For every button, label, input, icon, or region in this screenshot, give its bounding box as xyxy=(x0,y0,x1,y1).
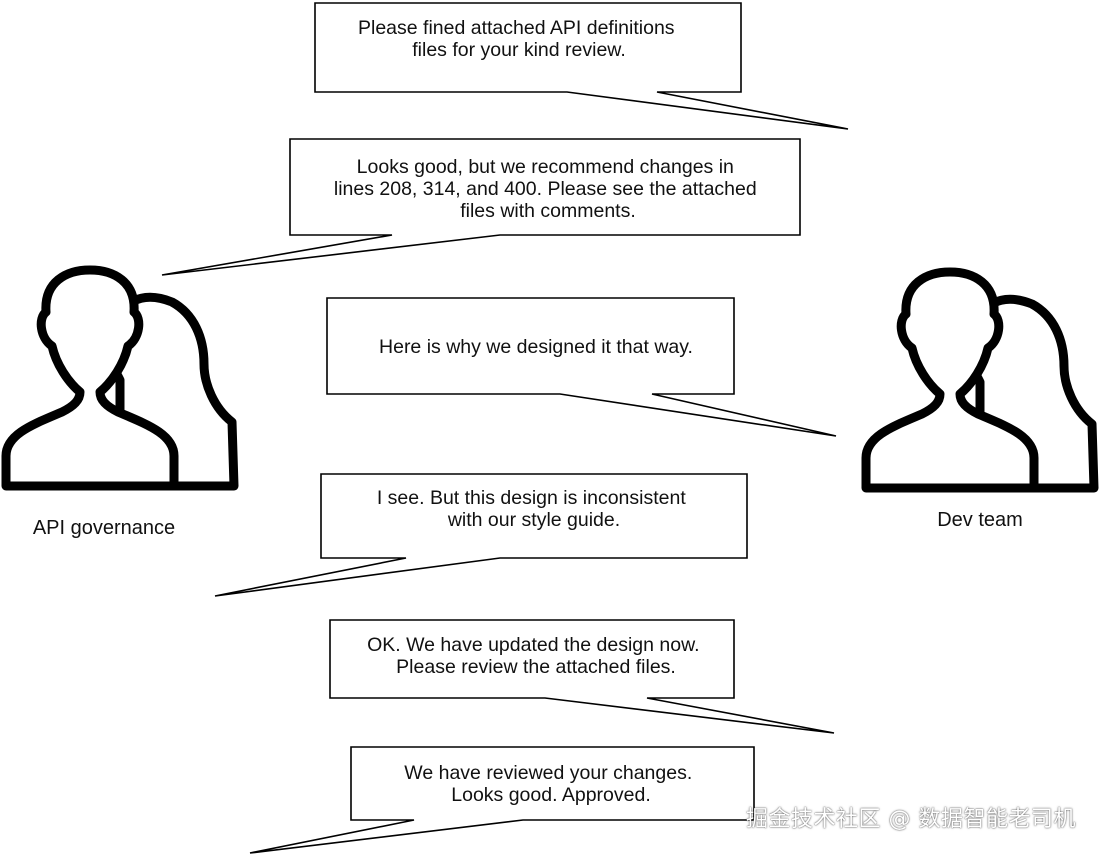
message-line: files with comments. xyxy=(460,200,636,222)
actor-dev-team: Dev team xyxy=(866,272,1094,531)
actor-label-api-governance: API governance xyxy=(33,517,175,539)
speech-bubble: OK. We have updated the design now. Plea… xyxy=(329,619,835,734)
speech-bubble: Looks good, but we recommend changes in … xyxy=(161,138,801,276)
svg-text:Here is why we designed it tha: Here is why we designed it that way. xyxy=(379,336,693,358)
speech-bubble: We have reviewed your changes. Looks goo… xyxy=(249,746,755,854)
message-line: lines 208, 314, and 400. Please see the … xyxy=(334,178,757,200)
message-line: I see. But this design is inconsistent xyxy=(377,487,686,509)
message-line: We have reviewed your changes. xyxy=(404,762,692,784)
speech-bubble: Here is why we designed it that way. xyxy=(326,297,837,437)
message-line: Here is why we designed it that way. xyxy=(379,336,693,358)
message-line: Looks good, but we recommend changes in xyxy=(357,156,734,178)
message-line: Please review the attached files. xyxy=(396,656,676,678)
svg-text:Looks good, but we recommend c: Looks good, but we recommend changes in … xyxy=(334,156,762,222)
message-line: Please fined attached API definitions xyxy=(358,17,675,39)
svg-text:I see. But this design is inco: I see. But this design is inconsistent w… xyxy=(377,487,691,531)
message-line: with our style guide. xyxy=(447,509,620,531)
user-group-icon xyxy=(6,270,234,486)
message-line: files for your kind review. xyxy=(412,39,626,61)
actor-api-governance: API governance xyxy=(6,270,234,539)
speech-bubble: I see. But this design is inconsistent w… xyxy=(214,473,748,597)
actor-label-dev-team: Dev team xyxy=(937,509,1023,531)
user-group-icon xyxy=(866,272,1094,488)
svg-text:OK. We have updated the design: OK. We have updated the design now. Plea… xyxy=(367,634,705,678)
svg-text:Please fined attached API defi: Please fined attached API definitions fi… xyxy=(358,17,680,61)
speech-bubble: Please fined attached API definitions fi… xyxy=(314,2,849,130)
svg-text:We have reviewed your changes.: We have reviewed your changes. Looks goo… xyxy=(404,762,697,806)
watermark: 掘金技术社区 @ 数据智能老司机 xyxy=(746,807,1076,832)
message-line: OK. We have updated the design now. xyxy=(367,634,699,656)
message-line: Looks good. Approved. xyxy=(451,784,651,806)
